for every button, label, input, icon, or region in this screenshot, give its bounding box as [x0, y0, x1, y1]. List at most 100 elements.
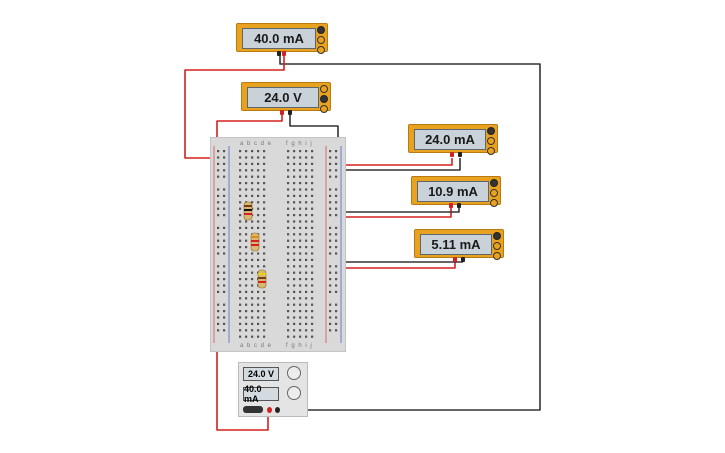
breadboard-hole[interactable] [223, 246, 226, 249]
breadboard-hole[interactable] [245, 239, 248, 242]
psu-terminal-negative[interactable] [275, 407, 280, 413]
breadboard-hole[interactable] [287, 175, 290, 178]
breadboard-hole[interactable] [239, 188, 242, 191]
breadboard-hole[interactable] [217, 252, 220, 255]
breadboard-hole[interactable] [287, 290, 290, 293]
breadboard-hole[interactable] [257, 310, 260, 313]
breadboard-hole[interactable] [293, 226, 296, 229]
breadboard-hole[interactable] [257, 303, 260, 306]
breadboard-hole[interactable] [251, 316, 254, 319]
breadboard-hole[interactable] [299, 271, 302, 274]
breadboard-hole[interactable] [311, 297, 314, 300]
breadboard-hole[interactable] [257, 194, 260, 197]
breadboard-hole[interactable] [239, 303, 242, 306]
breadboard-hole[interactable] [293, 150, 296, 153]
breadboard-hole[interactable] [257, 252, 260, 255]
breadboard-hole[interactable] [299, 297, 302, 300]
breadboard-hole[interactable] [287, 220, 290, 223]
breadboard-hole[interactable] [299, 310, 302, 313]
breadboard-hole[interactable] [329, 271, 332, 274]
breadboard-hole[interactable] [311, 214, 314, 217]
breadboard-hole[interactable] [299, 239, 302, 242]
breadboard-hole[interactable] [311, 271, 314, 274]
breadboard-hole[interactable] [257, 265, 260, 268]
breadboard-hole[interactable] [293, 156, 296, 159]
breadboard-hole[interactable] [263, 226, 266, 229]
breadboard-hole[interactable] [217, 239, 220, 242]
breadboard-hole[interactable] [335, 303, 338, 306]
breadboard-hole[interactable] [251, 226, 254, 229]
breadboard-hole[interactable] [329, 175, 332, 178]
ammeter-total[interactable]: 40.0 mA [236, 23, 328, 54]
breadboard-hole[interactable] [217, 226, 220, 229]
breadboard-hole[interactable] [287, 226, 290, 229]
voltmeter[interactable]: 24.0 V [241, 82, 331, 113]
breadboard-hole[interactable] [299, 329, 302, 332]
breadboard-hole[interactable] [335, 169, 338, 172]
breadboard-hole[interactable] [245, 220, 248, 223]
resistor-3[interactable] [257, 269, 267, 289]
breadboard-hole[interactable] [245, 188, 248, 191]
breadboard-hole[interactable] [245, 303, 248, 306]
breadboard-hole[interactable] [239, 233, 242, 236]
breadboard-hole[interactable] [311, 201, 314, 204]
breadboard-hole[interactable] [263, 258, 266, 261]
breadboard-hole[interactable] [245, 278, 248, 281]
breadboard-hole[interactable] [299, 246, 302, 249]
breadboard-hole[interactable] [245, 150, 248, 153]
breadboard-hole[interactable] [263, 329, 266, 332]
breadboard-hole[interactable] [299, 214, 302, 217]
resistor-1[interactable] [243, 201, 253, 221]
breadboard-hole[interactable] [335, 226, 338, 229]
breadboard-hole[interactable] [305, 150, 308, 153]
breadboard-hole[interactable] [335, 290, 338, 293]
breadboard-hole[interactable] [305, 258, 308, 261]
breadboard-hole[interactable] [335, 265, 338, 268]
breadboard-hole[interactable] [311, 162, 314, 165]
breadboard-hole[interactable] [287, 316, 290, 319]
breadboard-hole[interactable] [293, 271, 296, 274]
breadboard-hole[interactable] [263, 214, 266, 217]
breadboard-hole[interactable] [217, 329, 220, 332]
wire-red-voltmeter[interactable] [216, 112, 283, 150]
breadboard-hole[interactable] [311, 290, 314, 293]
breadboard-hole[interactable] [299, 169, 302, 172]
breadboard-hole[interactable] [293, 278, 296, 281]
breadboard-hole[interactable] [329, 284, 332, 287]
breadboard-hole[interactable] [293, 265, 296, 268]
breadboard-hole[interactable] [263, 252, 266, 255]
breadboard-hole[interactable] [245, 265, 248, 268]
breadboard-hole[interactable] [335, 252, 338, 255]
breadboard-hole[interactable] [293, 182, 296, 185]
breadboard-hole[interactable] [335, 329, 338, 332]
breadboard-hole[interactable] [299, 322, 302, 325]
breadboard-hole[interactable] [239, 201, 242, 204]
breadboard-hole[interactable] [329, 290, 332, 293]
breadboard-hole[interactable] [299, 303, 302, 306]
breadboard-hole[interactable] [217, 169, 220, 172]
breadboard-hole[interactable] [263, 220, 266, 223]
breadboard-hole[interactable] [245, 252, 248, 255]
breadboard-hole[interactable] [245, 284, 248, 287]
dial-icon[interactable] [317, 36, 325, 44]
breadboard-hole[interactable] [239, 329, 242, 332]
breadboard-hole[interactable] [335, 284, 338, 287]
breadboard-hole[interactable] [251, 220, 254, 223]
dial-icon[interactable] [487, 137, 495, 145]
breadboard-hole[interactable] [299, 265, 302, 268]
dial-icon[interactable] [490, 179, 498, 187]
breadboard-hole[interactable] [293, 194, 296, 197]
breadboard-hole[interactable] [239, 246, 242, 249]
breadboard-hole[interactable] [251, 162, 254, 165]
breadboard-hole[interactable] [257, 226, 260, 229]
wire-black-return[interactable] [276, 55, 541, 411]
breadboard-hole[interactable] [329, 303, 332, 306]
breadboard-hole[interactable] [311, 150, 314, 153]
dial-icon[interactable] [320, 95, 328, 103]
breadboard-hole[interactable] [311, 258, 314, 261]
breadboard-hole[interactable] [293, 316, 296, 319]
breadboard-hole[interactable] [251, 201, 254, 204]
breadboard-hole[interactable] [305, 233, 308, 236]
breadboard-hole[interactable] [257, 335, 260, 338]
breadboard-hole[interactable] [245, 329, 248, 332]
